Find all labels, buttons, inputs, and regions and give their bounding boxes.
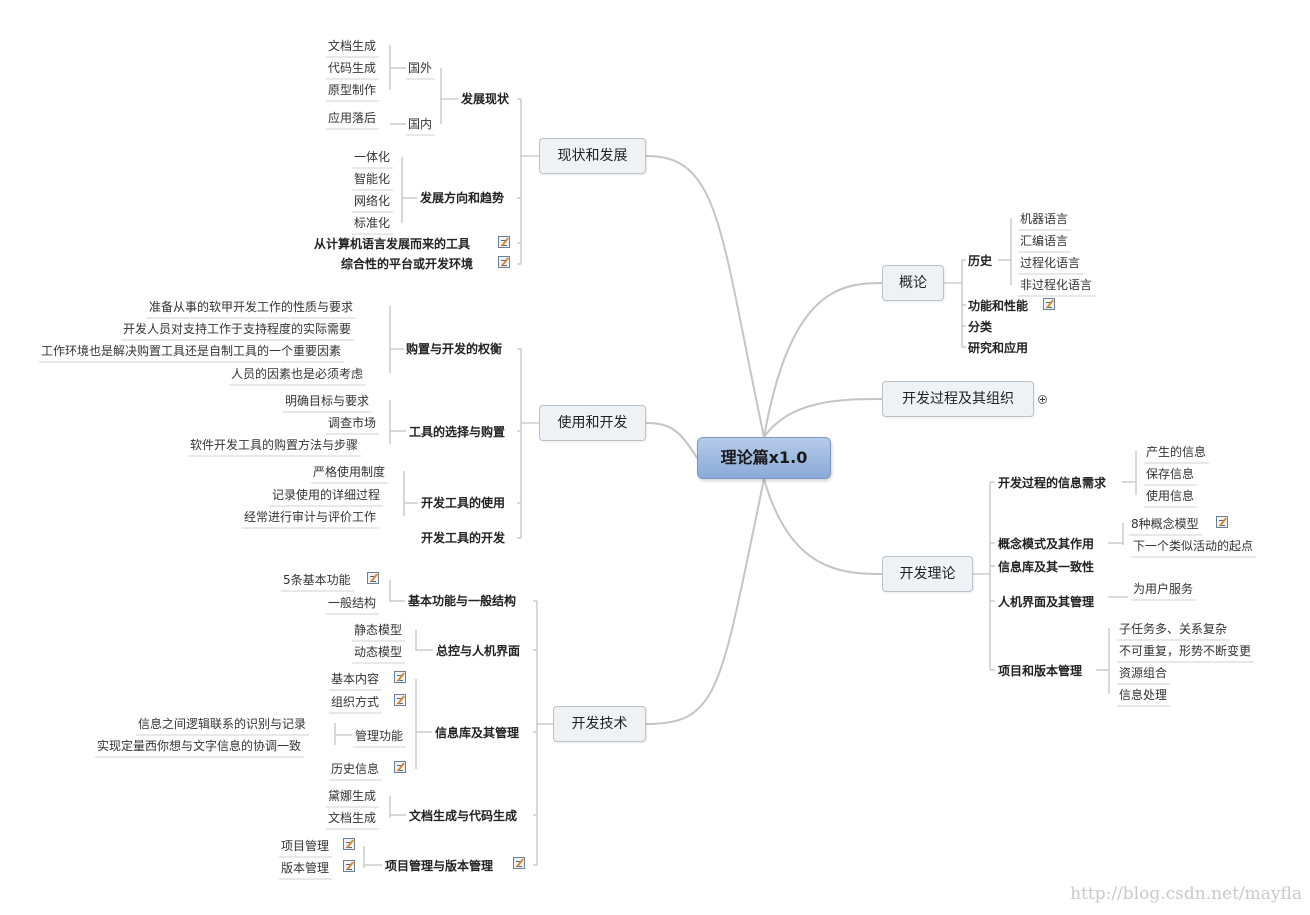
subtopic-project-version[interactable]: 项目管理与版本管理 xyxy=(385,859,494,873)
note-icon[interactable] xyxy=(513,857,525,869)
leaf-used-info[interactable]: 使用信息 xyxy=(1146,489,1195,503)
leaf-info-processing[interactable]: 信息处理 xyxy=(1119,688,1168,702)
leaf-purchase-steps[interactable]: 软件开发工具的购置方法与步骤 xyxy=(190,438,359,452)
note-icon[interactable] xyxy=(394,761,406,773)
leaf-nature-requirements[interactable]: 准备从事的软甲开发工作的性质与要求 xyxy=(149,300,354,314)
leaf-code-gen[interactable]: 代码生成 xyxy=(328,61,377,75)
subtopic-selection[interactable]: 工具的选择与购置 xyxy=(409,425,506,439)
leaf-info-coordination[interactable]: 实现定量西你想与文字信息的协调一致 xyxy=(97,739,302,753)
leaf-eight-models[interactable]: 8种概念模型 xyxy=(1131,517,1199,531)
leaf-intelligent[interactable]: 智能化 xyxy=(354,172,391,186)
subtopic-buy-vs-build[interactable]: 购置与开发的权衡 xyxy=(406,342,503,356)
subtopic-repository-consistency[interactable]: 信息库及其一致性 xyxy=(998,560,1095,574)
subtopic-basic-function[interactable]: 基本功能与一般结构 xyxy=(408,594,517,608)
subtopic-ui-management[interactable]: 人机界面及其管理 xyxy=(998,595,1095,609)
subtopic-history[interactable]: 历史 xyxy=(968,254,993,268)
leaf-document-gen[interactable]: 文档生成 xyxy=(328,811,377,825)
subtopic-trends[interactable]: 发展方向和趋势 xyxy=(420,191,505,205)
leaf-version-mgmt[interactable]: 版本管理 xyxy=(281,861,330,875)
leaf-daina-gen[interactable]: 黛娜生成 xyxy=(328,789,377,803)
topic-management-function[interactable]: 管理功能 xyxy=(355,729,404,743)
subtopic-classification[interactable]: 分类 xyxy=(968,320,993,334)
note-icon[interactable] xyxy=(498,256,510,268)
note-icon[interactable] xyxy=(343,860,355,872)
leaf-general-structure[interactable]: 一般结构 xyxy=(328,596,377,610)
leaf-strict-rules[interactable]: 严格使用制度 xyxy=(313,465,386,479)
note-icon[interactable] xyxy=(1043,298,1055,310)
leaf-prototype[interactable]: 原型制作 xyxy=(328,83,377,97)
subtopic-platform[interactable]: 综合性的平台或开发环境 xyxy=(341,257,474,271)
leaf-assembly-lang[interactable]: 汇编语言 xyxy=(1020,234,1069,248)
leaf-record-process[interactable]: 记录使用的详细过程 xyxy=(272,488,381,502)
branch-dev-technology[interactable]: 开发技术 xyxy=(553,706,646,742)
branch-dev-process[interactable]: 开发过程及其组织 xyxy=(882,381,1034,417)
leaf-basic-content[interactable]: 基本内容 xyxy=(331,672,380,686)
leaf-lagging[interactable]: 应用落后 xyxy=(328,111,377,125)
leaf-machine-lang[interactable]: 机器语言 xyxy=(1020,212,1069,226)
topic-abroad[interactable]: 国外 xyxy=(408,61,433,75)
subtopic-concept-model[interactable]: 概念模式及其作用 xyxy=(998,537,1095,551)
leaf-logic-links[interactable]: 信息之间逻辑联系的识别与记录 xyxy=(138,717,307,731)
leaf-resource-combination[interactable]: 资源组合 xyxy=(1119,666,1168,680)
leaf-market[interactable]: 调查市场 xyxy=(328,416,377,430)
leaf-project-mgmt[interactable]: 项目管理 xyxy=(281,839,330,853)
leaf-support-needs[interactable]: 开发人员对支持工作于支持程度的实际需要 xyxy=(123,322,352,336)
subtopic-research[interactable]: 研究和应用 xyxy=(968,341,1029,355)
leaf-serve-users[interactable]: 为用户服务 xyxy=(1133,582,1194,596)
leaf-saved-info[interactable]: 保存信息 xyxy=(1146,467,1195,481)
subtopic-control-ui[interactable]: 总控与人机界面 xyxy=(436,644,521,658)
leaf-network[interactable]: 网络化 xyxy=(354,194,391,208)
subtopic-repository[interactable]: 信息库及其管理 xyxy=(435,726,520,740)
leaf-static-model[interactable]: 静态模型 xyxy=(354,623,403,637)
leaf-organization[interactable]: 组织方式 xyxy=(331,695,380,709)
note-icon[interactable] xyxy=(394,694,406,706)
note-icon[interactable] xyxy=(1216,516,1228,528)
subtopic-tool-use[interactable]: 开发工具的使用 xyxy=(421,496,506,510)
leaf-environment-factor[interactable]: 工作环境也是解决购置工具还是自制工具的一个重要因素 xyxy=(41,344,342,358)
subtopic-tool-dev[interactable]: 开发工具的开发 xyxy=(421,531,506,545)
leaf-five-functions[interactable]: 5条基本功能 xyxy=(283,573,351,587)
leaf-history-info[interactable]: 历史信息 xyxy=(331,762,380,776)
branch-dev-theory[interactable]: 开发理论 xyxy=(882,556,973,592)
subtopic-function-performance[interactable]: 功能和性能 xyxy=(968,299,1029,313)
leaf-procedural-lang[interactable]: 过程化语言 xyxy=(1020,256,1081,270)
note-icon[interactable] xyxy=(343,838,355,850)
leaf-goals[interactable]: 明确目标与要求 xyxy=(285,394,370,408)
branch-use-development[interactable]: 使用和开发 xyxy=(539,405,646,441)
leaf-non-repeatable[interactable]: 不可重复，形势不断变更 xyxy=(1119,644,1252,658)
subtopic-current-status[interactable]: 发展现状 xyxy=(461,92,510,106)
subtopic-doc-code-gen[interactable]: 文档生成与代码生成 xyxy=(409,809,518,823)
leaf-integration[interactable]: 一体化 xyxy=(354,150,391,164)
expand-icon[interactable] xyxy=(1038,395,1047,404)
leaf-standard[interactable]: 标准化 xyxy=(354,216,391,230)
note-icon[interactable] xyxy=(498,236,510,248)
note-icon[interactable] xyxy=(367,572,379,584)
subtopic-language-tools[interactable]: 从计算机语言发展而来的工具 xyxy=(314,237,471,251)
branch-status-development[interactable]: 现状和发展 xyxy=(539,138,646,174)
leaf-people-factor[interactable]: 人员的因素也是必须考虑 xyxy=(231,367,364,381)
leaf-audit[interactable]: 经常进行审计与评价工作 xyxy=(244,510,377,524)
note-icon[interactable] xyxy=(394,671,406,683)
watermark: http://blog.csdn.net/mayfla xyxy=(1070,884,1302,904)
subtopic-project-version-mgmt[interactable]: 项目和版本管理 xyxy=(998,664,1083,678)
leaf-many-subtasks[interactable]: 子任务多、关系复杂 xyxy=(1119,622,1228,636)
subtopic-info-needs[interactable]: 开发过程的信息需求 xyxy=(998,476,1107,490)
topic-domestic[interactable]: 国内 xyxy=(408,117,433,131)
branch-overview[interactable]: 概论 xyxy=(882,265,944,301)
leaf-generated-info[interactable]: 产生的信息 xyxy=(1146,445,1207,459)
root-topic[interactable]: 理论篇x1.0 xyxy=(697,437,831,479)
leaf-doc-gen[interactable]: 文档生成 xyxy=(328,39,377,53)
leaf-dynamic-model[interactable]: 动态模型 xyxy=(354,645,403,659)
leaf-nonprocedural-lang[interactable]: 非过程化语言 xyxy=(1020,278,1093,292)
leaf-next-activity[interactable]: 下一个类似活动的起点 xyxy=(1133,539,1254,553)
